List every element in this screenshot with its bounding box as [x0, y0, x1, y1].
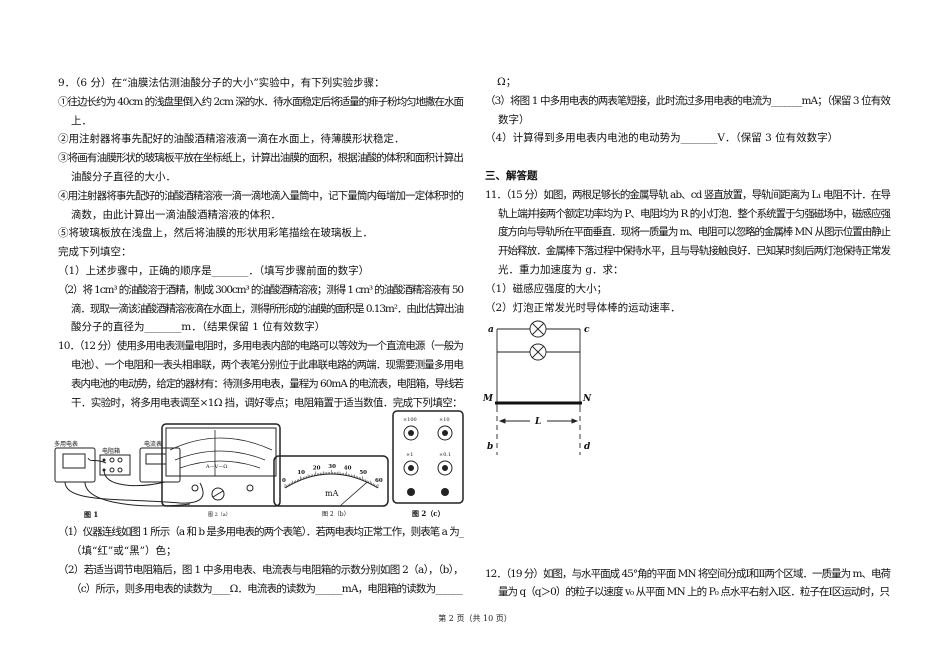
text-line: 干．实验时，将多用电表调至×1Ω 挡，调好零点；电阻箱置于适当数值．完成下列填空…	[71, 396, 463, 409]
fig2c-dial-label: ×10	[439, 417, 450, 423]
label-d: d	[584, 442, 591, 452]
text-line: （1）磁感应强度的大小；	[485, 282, 608, 295]
text-line: 数字）	[498, 113, 530, 126]
page-footer: 第 2 页（共 10 页）	[438, 614, 512, 623]
text-line: 轨上端并接两个额定功率均为 P、电阻均为 R 的小灯泡．整个系统置于匀强磁场中，…	[498, 207, 891, 220]
label-a: a	[488, 325, 494, 335]
section-heading: 三、解答题	[485, 170, 538, 182]
text-line: （4）计算得到多用电表内电池的电动势为_______V．（保留 3 位有效数字）	[485, 132, 839, 145]
text-line: （2）灯泡正常发光时导体棒的运动速率．	[485, 301, 681, 314]
fig1-resistor-box-label: 电阻箱	[102, 447, 120, 455]
text-line: ②用注射器将事先配好的油酸酒精溶液滴一滴在水面上，待薄膜形状稳定．	[58, 133, 405, 146]
fig2b-tick-label: 50	[359, 470, 367, 476]
text-line: ⑤将玻璃板放在浅盘上，然后将油膜的形状用彩笔描绘在玻璃板上．	[58, 227, 373, 240]
label-m: M	[482, 394, 494, 404]
fig1-ammeter-label: 电流表	[144, 440, 162, 448]
text-line: 量为 q（q＞0）的粒子以速度 v₀ 从平面 MN 上的 P₀ 点水平右射入Ⅰ区…	[498, 586, 890, 598]
question-11-circuit: a c M N L b d	[482, 320, 592, 455]
fig2b-needle	[339, 481, 368, 507]
text-line: ①往边长约为 40cm 的浅盘里倒入约 2cm 深的水．待水面稳定后将适量的痱子…	[58, 95, 464, 108]
fig2b-tick-label: 60	[375, 478, 383, 484]
text-line: 完成下列填空：	[58, 246, 132, 259]
text-line: 光．重力加速度为 g．求：	[498, 264, 624, 276]
fig2b-tick-label: 0	[282, 478, 286, 484]
label-b: b	[487, 442, 493, 452]
text-line: 滴数，由此计算出一滴油酸酒精溶液的体积．	[71, 208, 281, 221]
text-line: （1）上述步骤中，正确的顺序是_______．（填写步骤前面的数字）	[58, 265, 370, 277]
fig2a-scale-label: A－V－Ω	[205, 464, 227, 470]
text-line: 12．（19 分）如图，与水平面成 45°角的平面 MN 将空间分成Ⅰ和Ⅱ两个区…	[485, 568, 891, 580]
text-line: 9．（6 分）在“油膜法估测油酸分子的大小”实验中，有下列实验步骤：	[58, 77, 385, 89]
fig2b-tick-label: 10	[297, 470, 305, 476]
text-line: ④用注射器将事先配好的油酸酒精溶液一滴一滴地滴入量筒中，记下量筒内每增加一定体积…	[58, 189, 464, 202]
fig1-caption: 图 1	[84, 510, 98, 519]
figure-1-circuit	[54, 447, 204, 507]
fig2b-tick-label: 30	[328, 464, 336, 470]
text-line: 滴．现取一滴该油酸酒精溶液滴在水面上，测得所形成的油膜的面积是 0.13m²．由…	[71, 302, 464, 315]
text-line: （c）所示，则多用电表的读数为____Ω．电流表的读数为______mA，电阻箱…	[71, 583, 463, 595]
text-line: ③将画有油膜形状的玻璃板平放在坐标纸上，计算出油膜的面积，根据油酸的体积和面积计…	[58, 152, 464, 165]
text-line: Ω；	[497, 76, 517, 88]
bulb-icon	[529, 320, 547, 338]
fig2b-caption: 图 2（b）	[322, 511, 350, 518]
text-line: （2）将 1cm³ 的油酸溶于酒精，制成 300cm³ 的油酸酒精溶液；测得 1…	[58, 283, 464, 296]
text-line: 10．（12 分）使用多用电表测量电阻时，多用电表内部的电路可以等效为一个直流电…	[58, 340, 464, 353]
fig2b-tick-label: 40	[344, 466, 352, 472]
text-line: （1）仪器连线如图 1 所示（a 和 b 是多用电表的两个表笔）．若两电表均正常…	[58, 526, 464, 538]
fig2b-tick-label: 20	[313, 466, 321, 472]
text-line: （3）将图 1 中多用电表的两表笔短接，此时流过多用电表的电流为_______m…	[485, 94, 891, 107]
text-line: （填“红”或“黑”）色；	[71, 545, 177, 557]
text-line: 表内电池的电动势，给定的器材有：待测多用电表，量程为 60mA 的电流表，电阻箱…	[71, 377, 464, 390]
fig2c-caption: 图 2（c）	[412, 509, 445, 518]
figure-2b-ammeter-dial: 0 10 20 30 40 50 60	[273, 455, 389, 507]
fig1-multimeter-label: 多用电表	[54, 440, 78, 448]
text-line: 开始释放．金属棒下落过程中保持水平，且与导轨接触良好．已知某时刻后两灯泡保持正常…	[498, 245, 891, 258]
fig2c-dial-label: ×100	[403, 417, 417, 423]
text-line: 油酸分子直径的大小．	[71, 171, 176, 183]
label-n: N	[582, 394, 592, 404]
figure-2a-multimeter-dial	[161, 423, 281, 507]
figure-2c-resistor-box	[392, 410, 464, 504]
fig2c-dial-label: ×1	[406, 452, 413, 458]
fig2b-unit: mA	[325, 489, 339, 498]
text-line: 电池）、一个电阻和一表头相串联，两个表笔分别位于此串联电路的两端．现需要测量多用…	[71, 359, 464, 371]
label-c: c	[584, 325, 590, 335]
question-10-figures: 多用电表 电阻箱 电流表 图 1 A－V－Ω 图 2（a） 0 10 20 30 40 5…	[54, 410, 464, 519]
text-line: 上．	[71, 114, 92, 127]
text-line: 酸分子的直径为_______m．（结果保留 1 位有效数字）	[71, 321, 326, 334]
label-l: L	[534, 417, 541, 427]
text-line: （2）若适当调节电阻箱后，图 1 中多用电表、电流表与电阻箱的示数分别如图 2（…	[58, 564, 464, 576]
bulb-icon	[529, 343, 547, 361]
text-line: 度方向与导轨所在平面垂直．现将一质量为 m、电阻可以忽略的金属棒 MN 从图示位…	[498, 226, 891, 239]
fig2a-caption: 图 2（a）	[208, 512, 231, 518]
text-line: 11．（15 分）如图，两根足够长的金属导轨 ab、cd 竖直放置，导轨间距离为…	[485, 188, 891, 201]
fig2c-dial-label: ×0.1	[439, 452, 451, 458]
